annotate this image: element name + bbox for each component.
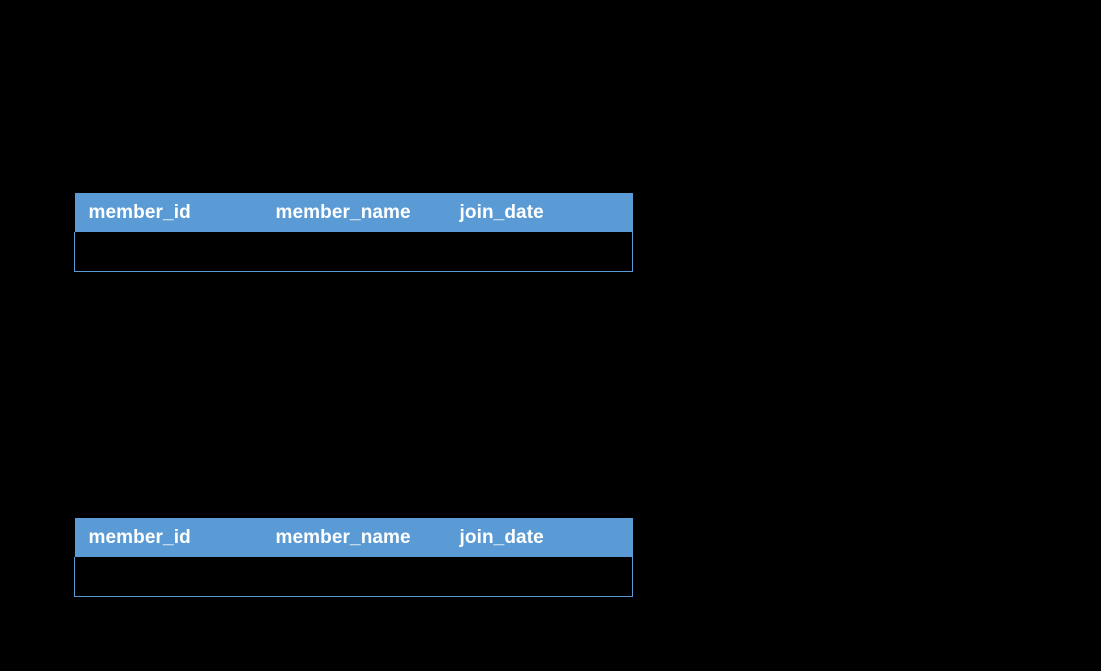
- table-cell-member-name[interactable]: [261, 232, 446, 272]
- table-cell-member-id[interactable]: [74, 557, 262, 597]
- table-header-bottom: member_id member_name join_date: [74, 518, 633, 557]
- table-body-top: [74, 232, 633, 272]
- table-row-empty[interactable]: [74, 232, 633, 272]
- column-header-join-date[interactable]: join_date: [445, 193, 633, 232]
- table-cell-member-name[interactable]: [261, 557, 446, 597]
- table-row-empty[interactable]: [74, 557, 633, 597]
- column-header-member-name[interactable]: member_name: [261, 518, 446, 557]
- table-header-row: member_id member_name join_date: [74, 518, 633, 557]
- table-header-top: member_id member_name join_date: [74, 193, 633, 232]
- table-header-row: member_id member_name join_date: [74, 193, 633, 232]
- table-cell-join-date[interactable]: [445, 557, 633, 597]
- column-header-member-id[interactable]: member_id: [74, 518, 262, 557]
- column-header-member-id[interactable]: member_id: [74, 193, 262, 232]
- column-header-join-date[interactable]: join_date: [445, 518, 633, 557]
- column-header-member-name[interactable]: member_name: [261, 193, 446, 232]
- table-body-bottom: [74, 557, 633, 597]
- results-table-bottom: member_id member_name join_date: [74, 518, 633, 597]
- results-table-top: member_id member_name join_date: [74, 193, 633, 272]
- table-cell-join-date[interactable]: [445, 232, 633, 272]
- table-cell-member-id[interactable]: [74, 232, 262, 272]
